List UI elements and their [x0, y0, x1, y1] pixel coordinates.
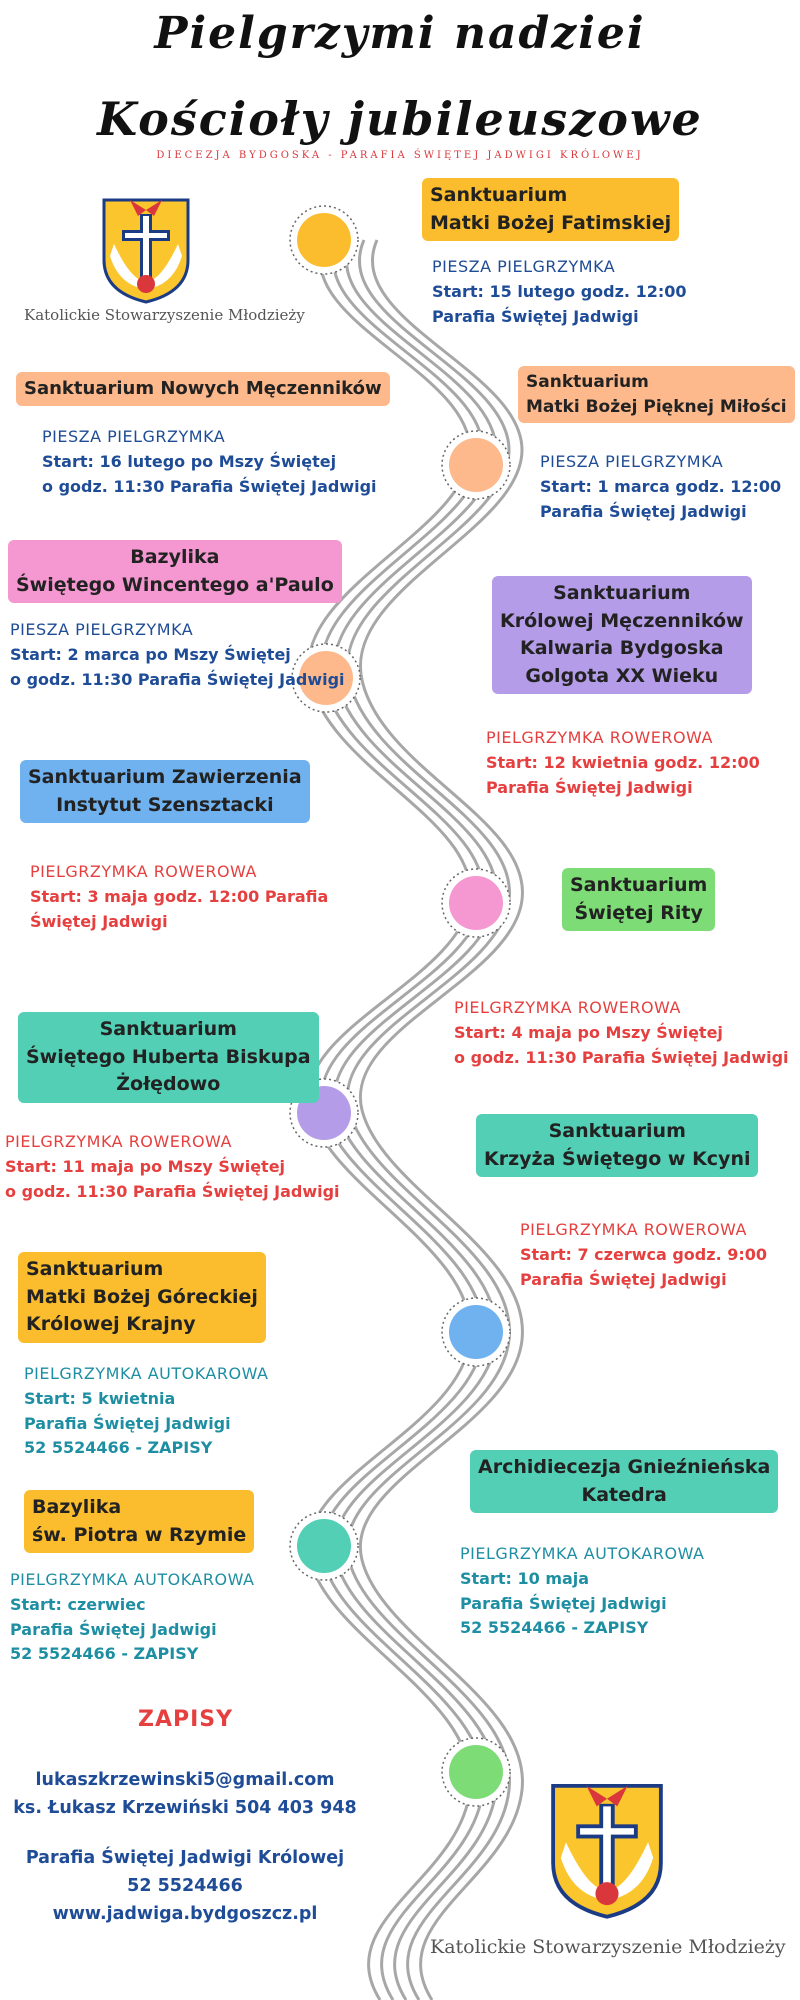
stop-info-4: PIESZA PIELGRZYMKA Start: 2 marca po Msz… [10, 620, 345, 689]
stop-info-10: PIELGRZYMKA AUTOKAROWA Start: 5 kwietnia… [24, 1364, 269, 1458]
stop-marker-3 [299, 651, 353, 705]
logo-caption-bottom: Katolickie Stowarzyszenie Młodzieży [430, 1936, 786, 1958]
stop-marker-8 [449, 1745, 503, 1799]
signup-parish: Parafia Świętej Jadwigi Królowej [25, 1848, 345, 1868]
stop-info-11: PIELGRZYMKA AUTOKAROWA Start: 10 maja Pa… [460, 1544, 705, 1638]
stop-title-2: Sanktuarium Nowych Męczenników [16, 372, 390, 407]
stop-info-3: PIESZA PIELGRZYMKA Start: 1 marca godz. … [540, 452, 782, 521]
page-title: Pielgrzymi nadziei [154, 8, 646, 59]
diocese-subtitle: DIECEZJA BYDGOSKA - PARAFIA ŚWIĘTEJ JADW… [156, 150, 644, 161]
stop-info-12: PIELGRZYMKA AUTOKAROWA Start: czerwiec P… [10, 1570, 255, 1664]
stop-info-9: PIELGRZYMKA ROWEROWA Start: 7 czerwca go… [520, 1220, 768, 1289]
signup-priest: ks. Łukasz Krzewiński 504 403 948 [13, 1798, 357, 1818]
stop-marker-6 [449, 1305, 503, 1359]
stop-info-7: PIELGRZYMKA ROWEROWA Start: 4 maja po Ms… [454, 998, 789, 1067]
logo-caption: Katolickie Stowarzyszenie Młodzieży [24, 306, 305, 324]
signup-phone: 52 5524466 [127, 1876, 243, 1896]
stop-info-6: PIELGRZYMKA ROWEROWA Start: 3 maja godz.… [30, 862, 329, 931]
stop-info-1: PIESZA PIELGRZYMKA Start: 15 lutego godz… [432, 257, 687, 326]
signup-contacts: lukaszkrzewinski5@gmail.com ks. Łukasz K… [5, 1766, 365, 1928]
stop-info-5: PIELGRZYMKA ROWEROWA Start: 12 kwietnia … [486, 728, 760, 797]
signup-email[interactable]: lukaszkrzewinski5@gmail.com [35, 1770, 335, 1790]
ksm-shield-logo [102, 198, 190, 304]
stop-info-2: PIESZA PIELGRZYMKA Start: 16 lutego po M… [42, 427, 377, 496]
signup-heading: ZAPISY [138, 1707, 234, 1732]
stop-marker-4 [449, 876, 503, 930]
stop-info-8: PIELGRZYMKA ROWEROWA Start: 11 maja po M… [5, 1132, 340, 1201]
stop-marker-2 [449, 438, 503, 492]
stop-marker-7 [297, 1519, 351, 1573]
signup-website[interactable]: www.jadwiga.bydgoszcz.pl [52, 1904, 318, 1924]
page-subtitle-main: Kościoły jubileuszowe [97, 92, 703, 146]
ksm-shield-logo-bottom [551, 1783, 663, 1919]
stop-marker-1 [297, 213, 351, 267]
